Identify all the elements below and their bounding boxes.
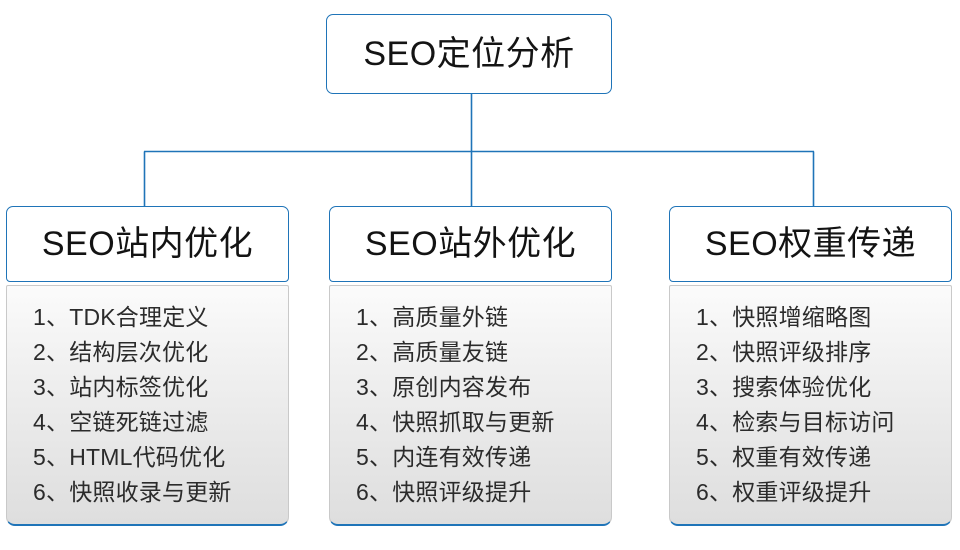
list-item: 3、搜索体验优化 — [696, 374, 872, 400]
branch-header-1[interactable]: SEO站内优化 — [6, 206, 289, 282]
branch-column-2: SEO站外优化 1、高质量外链 2、高质量友链 3、原创内容发布 4、快照抓取与… — [329, 206, 612, 526]
branch-header-3[interactable]: SEO权重传递 — [669, 206, 952, 282]
branch-column-1: SEO站内优化 1、TDK合理定义 2、结构层次优化 3、站内标签优化 4、空链… — [6, 206, 289, 526]
list-item: 4、检索与目标访问 — [696, 409, 895, 435]
branch-column-3: SEO权重传递 1、快照增缩略图 2、快照评级排序 3、搜索体验优化 4、检索与… — [669, 206, 952, 526]
list-item: 3、站内标签优化 — [33, 374, 209, 400]
list-item: 1、高质量外链 — [356, 304, 509, 330]
list-item: 6、权重评级提升 — [696, 479, 872, 505]
branch-body-2: 1、高质量外链 2、高质量友链 3、原创内容发布 4、快照抓取与更新 5、内连有… — [329, 285, 612, 526]
branch-header-label-1: SEO站内优化 — [41, 225, 254, 263]
branch-item-list-1: 1、TDK合理定义 2、结构层次优化 3、站内标签优化 4、空链死链过滤 5、H… — [7, 300, 288, 510]
list-item: 2、快照评级排序 — [696, 339, 872, 365]
branch-header-label-3: SEO权重传递 — [704, 225, 917, 263]
branch-body-1: 1、TDK合理定义 2、结构层次优化 3、站内标签优化 4、空链死链过滤 5、H… — [6, 285, 289, 526]
list-item: 4、空链死链过滤 — [33, 409, 209, 435]
list-item: 5、权重有效传递 — [696, 444, 872, 470]
root-node[interactable]: SEO定位分析 — [326, 14, 612, 94]
list-item: 5、HTML代码优化 — [33, 444, 226, 470]
branch-item-list-2: 1、高质量外链 2、高质量友链 3、原创内容发布 4、快照抓取与更新 5、内连有… — [330, 300, 611, 510]
list-item: 2、结构层次优化 — [33, 339, 209, 365]
list-item: 2、高质量友链 — [356, 339, 509, 365]
list-item: 6、快照评级提升 — [356, 479, 532, 505]
list-item: 4、快照抓取与更新 — [356, 409, 555, 435]
list-item: 5、内连有效传递 — [356, 444, 532, 470]
root-node-label: SEO定位分析 — [363, 35, 575, 73]
branch-header-label-2: SEO站外优化 — [364, 225, 577, 263]
branch-header-2[interactable]: SEO站外优化 — [329, 206, 612, 282]
list-item: 1、TDK合理定义 — [33, 304, 209, 330]
list-item: 3、原创内容发布 — [356, 374, 532, 400]
list-item: 6、快照收录与更新 — [33, 479, 232, 505]
list-item: 1、快照增缩略图 — [696, 304, 872, 330]
branch-item-list-3: 1、快照增缩略图 2、快照评级排序 3、搜索体验优化 4、检索与目标访问 5、权… — [670, 300, 951, 510]
branch-body-3: 1、快照增缩略图 2、快照评级排序 3、搜索体验优化 4、检索与目标访问 5、权… — [669, 285, 952, 526]
